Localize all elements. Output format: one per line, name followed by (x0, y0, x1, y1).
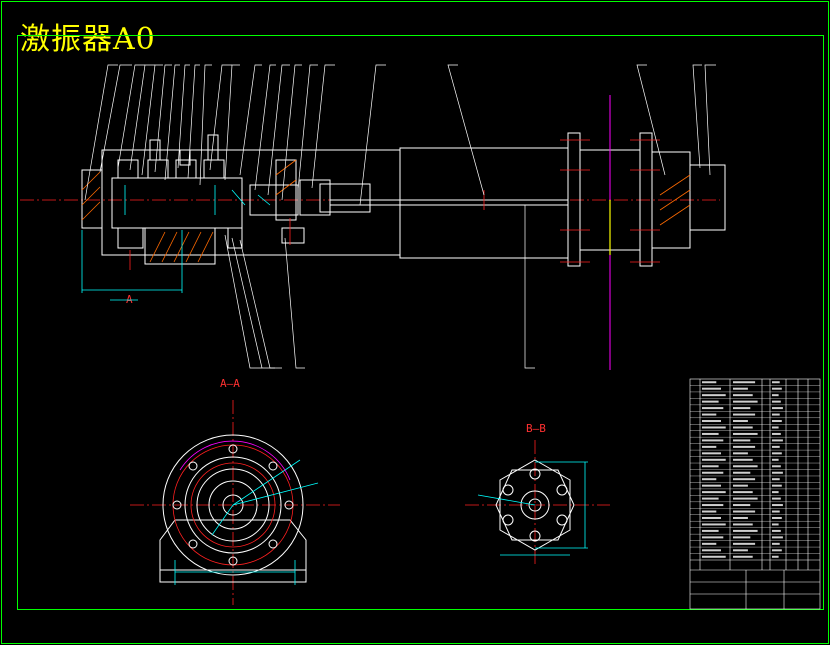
section-aa-label: A—A (220, 377, 240, 390)
parts-list-entry-mark (702, 536, 724, 539)
parts-list-entry-mark (772, 381, 780, 384)
parts-list-entry-mark (702, 510, 717, 513)
parts-list-entry-mark (702, 555, 726, 558)
parts-list-entry-mark (702, 400, 719, 403)
parts-list-entry-mark (772, 458, 779, 461)
parts-list-entry-mark (733, 432, 758, 435)
parts-list-entry-mark (733, 381, 756, 384)
parts-list-entry-mark (702, 394, 726, 397)
parts-list-entry-mark (772, 523, 779, 526)
parts-list-entry-mark (733, 510, 756, 513)
parts-list-entry-mark (733, 413, 756, 416)
parts-list-entry-mark (772, 387, 782, 390)
parts-list-entry-mark (772, 407, 783, 410)
parts-list-entries (702, 381, 783, 558)
parts-list-entry-mark (702, 465, 719, 468)
parts-list-entry-mark (702, 445, 717, 448)
parts-list-entry-mark (772, 445, 780, 448)
parts-list-entry-mark (772, 510, 780, 513)
parts-list-entry-mark (733, 555, 753, 558)
parts-list-entry-mark (733, 387, 748, 390)
section-bb-label: B—B (526, 422, 546, 435)
parts-list-entry-mark (702, 529, 719, 532)
parts-list-entry-mark (772, 394, 779, 397)
parts-list-entry-mark (702, 491, 726, 494)
parts-list-entry-mark (702, 504, 724, 507)
parts-list-entry-mark (702, 413, 717, 416)
parts-list-entry-mark (772, 516, 782, 519)
parts-list-entry-mark (733, 452, 748, 455)
parts-list-entry-mark (733, 445, 756, 448)
parts-list-entry-mark (733, 471, 751, 474)
parts-list-entry-mark (733, 420, 748, 423)
parts-list-entry-mark (702, 420, 721, 423)
parts-list-entry-mark (772, 426, 779, 429)
parts-list-entry-mark (733, 484, 748, 487)
parts-list-entry-mark (772, 529, 781, 532)
parts-list-entry-mark (772, 536, 783, 539)
section-aa-view (130, 400, 340, 605)
parts-list-entry-mark (733, 491, 753, 494)
parts-list-entry-mark (733, 407, 751, 410)
parts-list-entry-mark (772, 491, 779, 494)
parts-list-entry-mark (702, 523, 726, 526)
parts-list-entry-mark (733, 478, 756, 481)
parts-list-entry-mark (772, 542, 780, 545)
parts-list-entry-mark (733, 426, 753, 429)
parts-list-entry-mark (702, 452, 721, 455)
parts-list-entry-mark (733, 394, 753, 397)
parts-list-entry-mark (733, 536, 751, 539)
parts-list-entry-mark (772, 413, 780, 416)
parts-list-entry-mark (702, 407, 724, 410)
parts-list-entry-mark (772, 497, 781, 500)
parts-list-entry-mark (772, 471, 783, 474)
parts-list-entry-mark (772, 549, 782, 552)
parts-list-entry-mark (702, 478, 717, 481)
parts-list-entry-mark (772, 478, 780, 481)
section-bb-view (465, 440, 610, 565)
parts-list-entry-mark (733, 465, 758, 468)
parts-list-entry-mark (702, 471, 724, 474)
parts-list-entry-mark (702, 381, 717, 384)
parts-list-entry-mark (772, 420, 782, 423)
parts-list-entry-mark (733, 439, 751, 442)
parts-list-entry-mark (733, 549, 748, 552)
parts-list-entry-mark (772, 465, 781, 468)
parts-list-entry-mark (702, 497, 719, 500)
parts-list-entry-mark (772, 400, 781, 403)
parts-list-entry-mark (702, 458, 726, 461)
parts-list-entry-mark (733, 516, 748, 519)
parts-list-entry-mark (702, 387, 721, 390)
main-assembly-view (20, 64, 726, 370)
drawing-title: 激振器A0 (20, 22, 156, 57)
parts-list-entry-mark (733, 504, 751, 507)
parts-list-entry-mark (772, 504, 783, 507)
cut-marker-a-label: A (126, 293, 133, 306)
parts-list-entry-mark (772, 555, 779, 558)
parts-list-entry-mark (702, 484, 721, 487)
parts-list-entry-mark (733, 458, 753, 461)
parts-list-entry-mark (733, 529, 758, 532)
parts-list-table (689, 378, 821, 610)
parts-list-entry-mark (733, 497, 758, 500)
parts-list-entry-mark (772, 439, 783, 442)
parts-list-entry-mark (772, 484, 782, 487)
parts-list-entry-mark (702, 426, 726, 429)
parts-list-rows (690, 385, 820, 554)
parts-list-entry-mark (733, 523, 753, 526)
parts-list-entry-mark (702, 432, 719, 435)
parts-list-entry-mark (702, 549, 721, 552)
parts-list-entry-mark (772, 432, 781, 435)
parts-list-entry-mark (702, 439, 724, 442)
parts-list-entry-mark (702, 542, 717, 545)
parts-list-entry-mark (702, 516, 721, 519)
parts-list-entry-mark (733, 400, 758, 403)
parts-list-entry-mark (733, 542, 756, 545)
parts-list-entry-mark (772, 452, 782, 455)
